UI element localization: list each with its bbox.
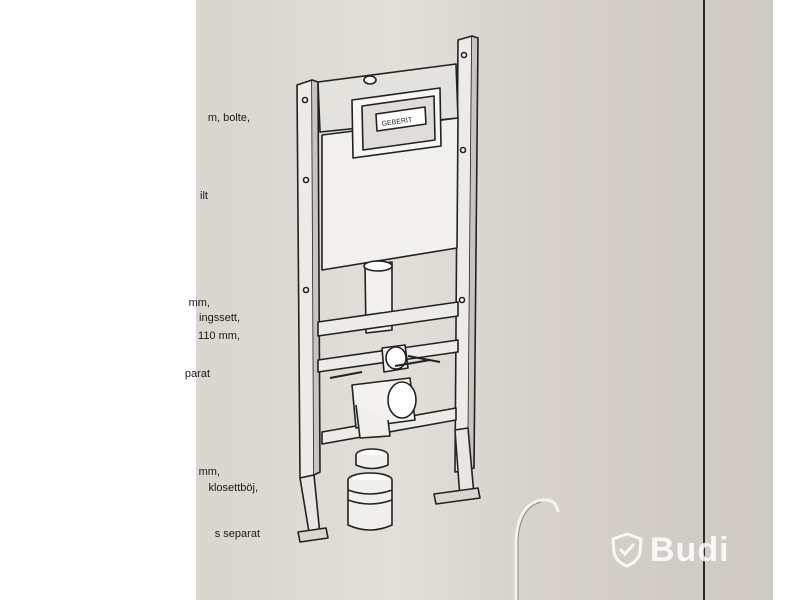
text-line-8: klosettböj,: [208, 482, 258, 494]
box-side-panel: [705, 0, 773, 600]
watermark-text: Budi: [650, 530, 730, 569]
text-line-7: mm,: [198, 466, 220, 478]
text-line-2: ilt: [200, 190, 208, 202]
box-curl-lines: [514, 498, 560, 600]
brand-label: GEBERIT: [381, 117, 413, 128]
shield-icon: [611, 532, 643, 568]
text-line-4: ingssett,: [199, 312, 240, 324]
watermark: Budi: [610, 530, 730, 570]
text-line-5: 110 mm,: [198, 330, 240, 342]
cardboard-box: [196, 0, 773, 600]
right-margin: [773, 0, 800, 600]
text-line-3: mm,: [188, 297, 210, 309]
left-margin: [0, 0, 196, 600]
frame-illustration: GEBERIT: [296, 35, 481, 543]
box-fold-edge: [703, 0, 705, 600]
text-line-9: s separat: [214, 528, 260, 540]
text-line-1: m, bolte,: [207, 112, 250, 124]
text-line-6: parat: [184, 368, 210, 380]
